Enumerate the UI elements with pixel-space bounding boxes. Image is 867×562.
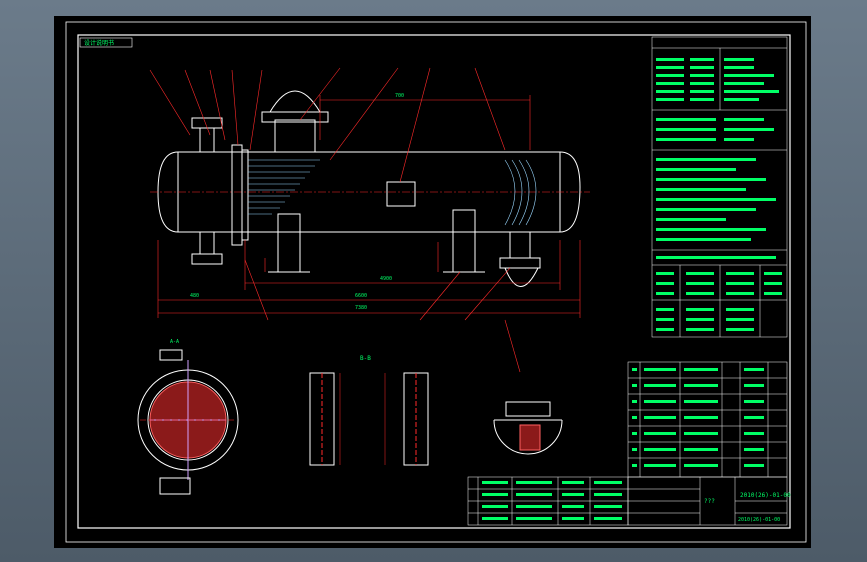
section-a-view: A-A: [137, 339, 239, 495]
top-nozzle-cap: [269, 90, 321, 113]
title-block-footer-code: 2010(26)-01-00: [738, 517, 780, 523]
section-b-label: B-B: [360, 355, 371, 362]
dimension-values: 7380 6600 4900 480 700: [190, 93, 404, 311]
detail-view: [493, 401, 563, 455]
outer-frame: [65, 21, 807, 543]
parts-list-rows: [632, 368, 764, 467]
detail-nozzle: [505, 401, 551, 417]
detail-weld: [519, 424, 541, 451]
section-b-view: B-B: [309, 355, 429, 466]
dimension-top-offset: 700: [395, 93, 404, 99]
spec-table: [651, 36, 788, 338]
title-block-mark: ???: [704, 498, 715, 505]
dimension-shell-length: 6600: [355, 293, 367, 299]
section-a-bottom-nozzle: [159, 477, 191, 495]
right-bottom-flange: [499, 257, 541, 269]
top-nozzle: [274, 119, 316, 153]
dimension-overall-length: 7380: [355, 305, 367, 311]
inner-frame: [77, 34, 791, 529]
nameplate-box: [386, 181, 416, 207]
tube-bundle-left: [248, 159, 320, 215]
detail-head: [493, 419, 563, 455]
dimension-lines: [149, 67, 581, 373]
section-a-top-nozzle: [159, 349, 183, 361]
right-bottom-cap: [504, 267, 539, 287]
sheet-tag-box: [79, 37, 133, 48]
dimension-nozzle-span: 4900: [380, 276, 392, 282]
section-a-label: A-A: [170, 339, 179, 345]
sheet-tag-text: 设计说明书: [84, 39, 114, 47]
left-lower-flange: [191, 253, 223, 265]
spec-table-rows: [656, 58, 782, 331]
nozzle-table-rows: [482, 481, 622, 520]
dimension-left-offset: 480: [190, 293, 199, 299]
title-block: [627, 476, 788, 526]
parts-list: [627, 361, 788, 478]
title-block-drawing-number: 2010(26)-01-00: [740, 492, 791, 499]
nozzle-table: [467, 476, 629, 526]
top-nozzle-flange: [261, 111, 329, 123]
tube-bundle-right: [504, 159, 537, 226]
spec-table-border: [651, 36, 788, 338]
